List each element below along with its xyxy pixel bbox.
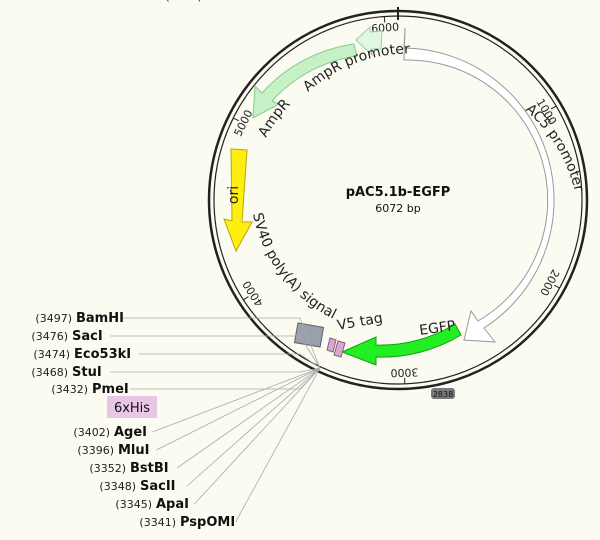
feature-ori[interactable] <box>223 148 253 253</box>
position-badge: 2838 <box>433 390 453 399</box>
feature-ac5-promoter[interactable] <box>403 27 555 343</box>
site-name-eco53ki[interactable]: Eco53kI <box>74 347 131 362</box>
site-leader-line <box>138 353 321 369</box>
label-ori: ori <box>226 186 242 204</box>
tick-label: 3000 <box>390 365 418 379</box>
site-position: (3474) <box>33 348 70 361</box>
feature-egfp[interactable] <box>340 323 462 366</box>
site-leader-line <box>156 367 321 451</box>
tick-label: 5000 <box>231 108 255 139</box>
site-name-mlui[interactable]: MluI <box>118 443 149 458</box>
site-leader-line <box>235 367 321 523</box>
features <box>223 25 555 366</box>
site-name-bstbi[interactable]: BstBI <box>130 461 169 476</box>
feature-ampr-promoter[interactable] <box>355 25 383 57</box>
site-leader-lines <box>110 317 321 523</box>
site-position: (3396) <box>77 444 114 457</box>
site-position: (3432) <box>51 383 88 396</box>
site-position: (3335) <box>165 0 202 3</box>
site-name-stui[interactable]: StuI <box>72 365 102 380</box>
plasmid-name: pAC5.1b-EGFP <box>346 185 451 200</box>
site-name-xbai[interactable]: XbaI <box>206 0 239 4</box>
site-position: (3348) <box>99 480 136 493</box>
tick-label: 4000 <box>240 278 266 309</box>
site-name-pmei[interactable]: PmeI <box>92 382 129 397</box>
feature-ampr[interactable] <box>252 43 358 119</box>
backbone-inner <box>213 15 583 385</box>
site-leader-line <box>123 317 321 369</box>
site-leader-line <box>110 367 321 373</box>
site-name-bamhi[interactable]: BamHI <box>76 311 124 326</box>
site-position: (3497) <box>35 312 72 325</box>
feature-sv40-polya-signal[interactable] <box>293 322 325 348</box>
site-name-agei[interactable]: AgeI <box>114 425 147 440</box>
label-v5-tag: V5 tag <box>336 310 384 334</box>
site-name-apai[interactable]: ApaI <box>156 497 189 512</box>
his-tag-box <box>107 396 157 418</box>
site-name-sacii[interactable]: SacII <box>140 479 176 494</box>
site-leader-line <box>186 367 321 487</box>
feature-v5-tag[interactable] <box>333 340 346 358</box>
restriction-sites: (3497) BamHI (3476) SacI(3474) Eco53kI (3468)… <box>31 0 239 530</box>
label-egfp: EGFP <box>418 318 456 339</box>
site-leader-line <box>152 367 321 433</box>
feature-v5-tag-b <box>326 337 337 353</box>
tick-label: 2000 <box>537 267 562 298</box>
plasmid-length: 6072 bp <box>375 202 420 215</box>
site-position: (3345) <box>115 498 152 511</box>
site-position: (3402) <box>73 426 110 439</box>
site-name-saci[interactable]: SacI <box>72 329 103 344</box>
tick-mark <box>550 105 557 110</box>
site-leader-line <box>110 335 321 369</box>
site-name-pspomi[interactable]: PspOMI <box>180 515 235 530</box>
site-position: (3341) <box>139 516 176 529</box>
his-tag-label: 6xHis <box>114 401 150 416</box>
tick-mark <box>243 296 249 301</box>
tick-mark <box>554 284 560 289</box>
site-position: (3476) <box>31 330 68 343</box>
backbone-outer <box>207 9 589 391</box>
position-badge-box <box>431 388 455 399</box>
tick-mark <box>233 117 239 122</box>
site-leader-line <box>176 367 321 469</box>
site-position: (3468) <box>31 366 68 379</box>
label-sv40-polya-signal: SV40 poly(A) signal <box>249 211 339 322</box>
site-leader-line <box>194 367 321 505</box>
site-position: (3352) <box>89 462 126 475</box>
